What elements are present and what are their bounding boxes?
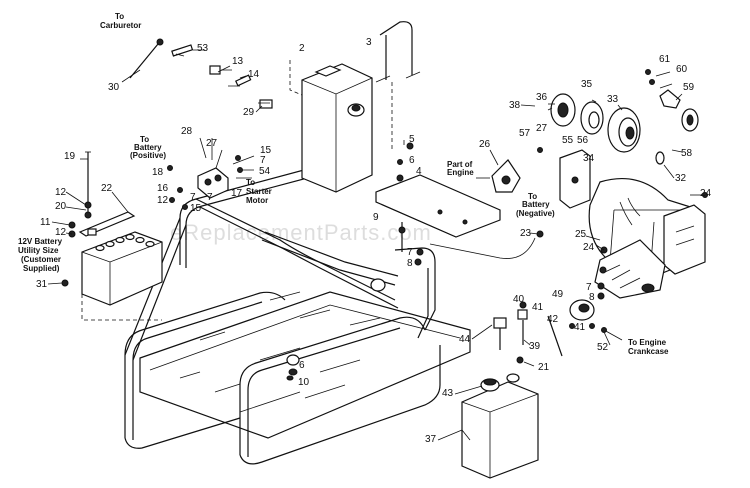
part-label-24b: 24 [583, 242, 595, 253]
part-label-52: 52 [597, 342, 609, 353]
part-label-25: 25 [575, 229, 587, 240]
note-to-starter-motor-3: Motor [246, 196, 268, 205]
note-to-battery-positive-1: To [140, 135, 149, 144]
part-label-59: 59 [683, 82, 695, 93]
note-battery-4: Supplied) [23, 264, 60, 273]
part-label-8b: 8 [589, 292, 595, 303]
part-label-2: 2 [299, 43, 305, 54]
note-to-battery-negative-1: To [528, 192, 537, 201]
part-label-12b: 12 [157, 195, 169, 206]
part-label-8: 8 [407, 258, 413, 269]
part-label-42: 42 [547, 314, 559, 325]
part-label-38: 38 [509, 100, 521, 111]
note-to-battery-positive-3: (Positive) [130, 151, 166, 160]
part-label-60: 60 [676, 64, 688, 75]
part-label-7: 7 [407, 247, 413, 258]
part-label-27b: 27 [206, 138, 218, 149]
annotation-notes: To Carburetor To Battery (Positive) To S… [18, 12, 669, 356]
part-label-19: 19 [64, 151, 76, 162]
note-to-starter-motor-2: Starter [246, 187, 272, 196]
note-to-battery-positive-2: Battery [134, 143, 162, 152]
part-label-7c: 7 [207, 192, 213, 203]
leader-lines [47, 53, 702, 441]
part-label-26: 26 [479, 139, 491, 150]
note-to-carburetor-1: To [115, 12, 124, 21]
part-label-29: 29 [243, 107, 255, 118]
part-label-7b: 7 [190, 192, 196, 203]
fuel-tank-lower [461, 299, 623, 479]
part-label-23: 23 [520, 228, 532, 239]
part-label-61: 61 [659, 54, 671, 65]
part-label-58: 58 [681, 148, 693, 159]
note-battery-1: 12V Battery [18, 237, 63, 246]
part-label-6: 6 [409, 155, 415, 166]
part-label-20: 20 [55, 201, 67, 212]
part-label-56: 56 [577, 135, 589, 146]
part-label-17: 17 [231, 188, 243, 199]
part-label-37: 37 [425, 434, 437, 445]
note-part-of-engine-1: Part of [447, 160, 473, 169]
part-label-7e: 7 [586, 282, 592, 293]
part-label-39: 39 [529, 341, 541, 352]
part-label-3: 3 [366, 37, 372, 48]
part-label-14: 14 [248, 69, 260, 80]
part-label-12c: 12 [55, 227, 67, 238]
part-label-9: 9 [373, 212, 379, 223]
part-label-15: 15 [260, 145, 272, 156]
starter-solenoid [167, 137, 255, 210]
part-label-4: 4 [416, 166, 422, 177]
part-label-24: 24 [700, 188, 712, 199]
part-label-28: 28 [181, 126, 193, 137]
part-label-10: 10 [298, 377, 310, 388]
part-label-5: 5 [409, 134, 415, 145]
part-label-18: 18 [152, 167, 164, 178]
part-label-43: 43 [442, 388, 454, 399]
note-to-battery-negative-3: (Negative) [516, 209, 555, 218]
note-part-of-engine-2: Engine [447, 168, 474, 177]
part-label-35: 35 [581, 79, 593, 90]
part-label-11: 11 [40, 217, 51, 228]
part-label-12: 12 [55, 187, 67, 198]
part-label-40: 40 [513, 294, 525, 305]
note-to-engine-crankcase-2: Crankcase [628, 347, 669, 356]
part-label-41b: 41 [574, 322, 586, 333]
part-label-32: 32 [675, 173, 687, 184]
note-to-engine-crankcase-1: To Engine [628, 338, 667, 347]
part-label-13: 13 [232, 56, 244, 67]
note-to-battery-negative-2: Battery [522, 200, 550, 209]
part-label-36: 36 [536, 92, 548, 103]
alternator-assembly [476, 69, 708, 300]
part-label-49: 49 [552, 289, 564, 300]
part-number-labels: 2 3 4 5 6 7 8 9 10 11 12 13 14 15 16 17 … [36, 37, 712, 445]
part-label-31: 31 [36, 279, 48, 290]
part-label-27: 27 [536, 123, 548, 134]
note-battery-3: (Customer [21, 255, 61, 264]
fuel-tank [289, 21, 501, 266]
part-label-57: 57 [519, 128, 531, 139]
part-label-34: 34 [583, 153, 595, 164]
note-battery-2: Utility Size [18, 246, 59, 255]
part-label-41: 41 [532, 302, 544, 313]
part-label-54: 54 [259, 166, 271, 177]
part-label-22: 22 [101, 183, 113, 194]
part-label-30: 30 [108, 82, 120, 93]
part-label-44: 44 [459, 334, 471, 345]
part-label-53: 53 [197, 43, 209, 54]
note-to-carburetor-2: Carburetor [100, 21, 141, 30]
battery [61, 151, 163, 321]
part-label-6b: 6 [299, 360, 305, 371]
note-to-starter-motor-1: To [246, 178, 255, 187]
part-label-21: 21 [538, 362, 550, 373]
part-label-15b: 15 [190, 203, 202, 214]
part-label-33: 33 [607, 94, 619, 105]
fuel-line-parts [129, 38, 273, 109]
part-label-16: 16 [157, 183, 169, 194]
watermark: eReplacementParts.com [170, 220, 432, 245]
part-label-55: 55 [562, 135, 574, 146]
part-label-7d: 7 [260, 155, 266, 166]
